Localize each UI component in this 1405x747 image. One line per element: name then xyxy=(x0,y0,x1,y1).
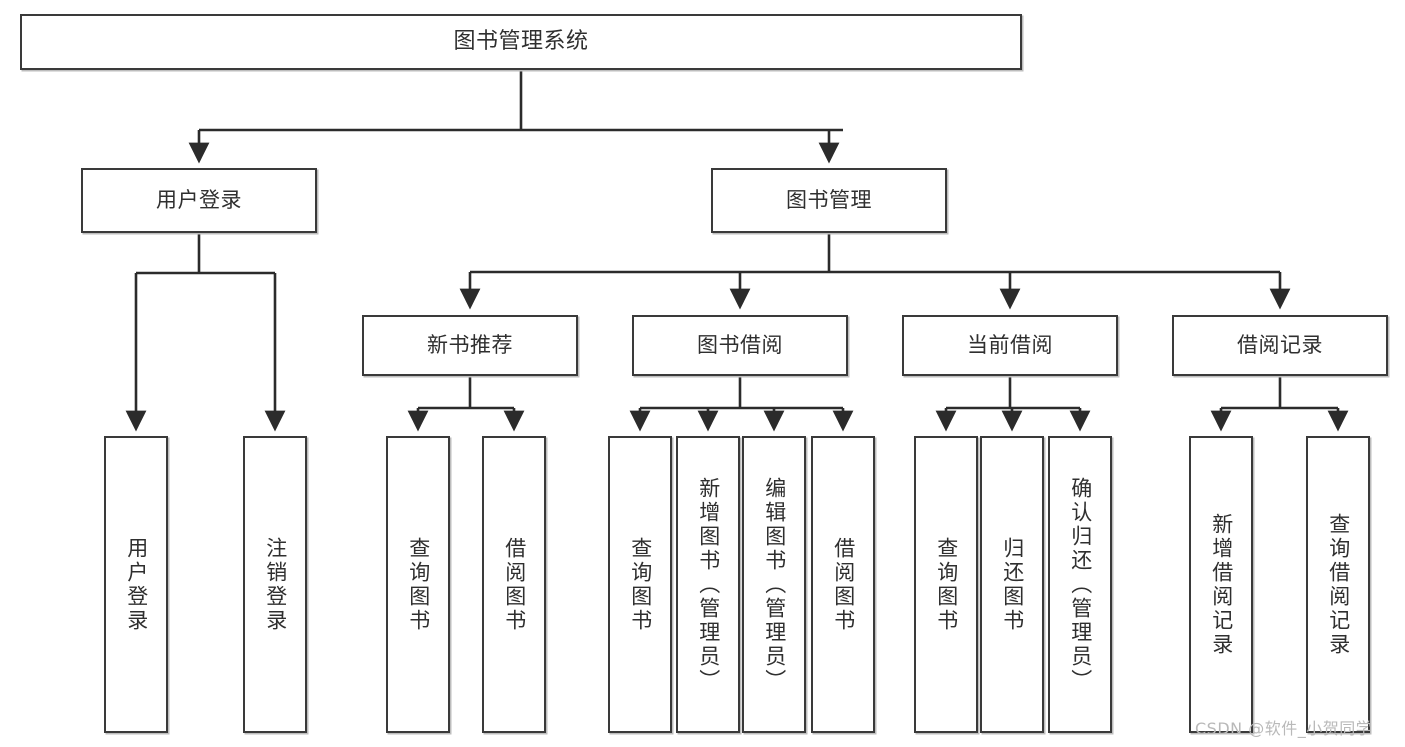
node-new-book-recommend-label: 新书推荐 xyxy=(427,332,513,357)
node-leaf-edit-book[interactable]: 编辑图书（管理员） xyxy=(742,436,806,733)
node-leaf-user-login[interactable]: 用户登录 xyxy=(104,436,168,733)
node-leaf-add-record-label: 新增借阅记录 xyxy=(1209,512,1234,657)
node-user-login[interactable]: 用户登录 xyxy=(81,168,317,233)
node-leaf-return-book[interactable]: 归还图书 xyxy=(980,436,1044,733)
node-leaf-add-book[interactable]: 新增图书（管理员） xyxy=(676,436,740,733)
node-book-borrow-label: 图书借阅 xyxy=(697,332,783,357)
node-borrow-record[interactable]: 借阅记录 xyxy=(1172,315,1388,376)
node-leaf-add-record[interactable]: 新增借阅记录 xyxy=(1189,436,1253,733)
node-leaf-confirm-return[interactable]: 确认归还（管理员） xyxy=(1048,436,1112,733)
node-current-borrow[interactable]: 当前借阅 xyxy=(902,315,1118,376)
node-leaf-edit-book-label: 编辑图书（管理员） xyxy=(762,476,787,693)
node-leaf-borrow-book-1-label: 借阅图书 xyxy=(502,536,527,633)
node-borrow-record-label: 借阅记录 xyxy=(1237,332,1323,357)
node-leaf-query-book-3[interactable]: 查询图书 xyxy=(914,436,978,733)
node-root-label: 图书管理系统 xyxy=(453,28,589,54)
node-book-manage-label: 图书管理 xyxy=(786,187,872,212)
node-leaf-confirm-return-label: 确认归还（管理员） xyxy=(1068,476,1093,693)
node-leaf-query-book-2[interactable]: 查询图书 xyxy=(608,436,672,733)
node-leaf-query-record-label: 查询借阅记录 xyxy=(1326,512,1351,657)
node-leaf-query-book-1-label: 查询图书 xyxy=(406,536,431,633)
node-root[interactable]: 图书管理系统 xyxy=(20,14,1022,70)
node-new-book-recommend[interactable]: 新书推荐 xyxy=(362,315,578,376)
node-leaf-return-book-label: 归还图书 xyxy=(1000,536,1025,633)
node-user-login-label: 用户登录 xyxy=(156,187,242,212)
node-book-borrow[interactable]: 图书借阅 xyxy=(632,315,848,376)
node-leaf-add-book-label: 新增图书（管理员） xyxy=(696,476,721,693)
node-leaf-borrow-book-1[interactable]: 借阅图书 xyxy=(482,436,546,733)
node-current-borrow-label: 当前借阅 xyxy=(967,332,1053,357)
node-leaf-query-book-1[interactable]: 查询图书 xyxy=(386,436,450,733)
node-leaf-logout[interactable]: 注销登录 xyxy=(243,436,307,733)
node-leaf-query-book-3-label: 查询图书 xyxy=(934,536,959,633)
node-leaf-query-record[interactable]: 查询借阅记录 xyxy=(1306,436,1370,733)
node-leaf-logout-label: 注销登录 xyxy=(263,536,288,633)
node-leaf-borrow-book-2-label: 借阅图书 xyxy=(831,536,856,633)
node-leaf-borrow-book-2[interactable]: 借阅图书 xyxy=(811,436,875,733)
node-book-manage[interactable]: 图书管理 xyxy=(711,168,947,233)
node-leaf-query-book-2-label: 查询图书 xyxy=(628,536,653,633)
node-leaf-user-login-label: 用户登录 xyxy=(124,536,149,633)
